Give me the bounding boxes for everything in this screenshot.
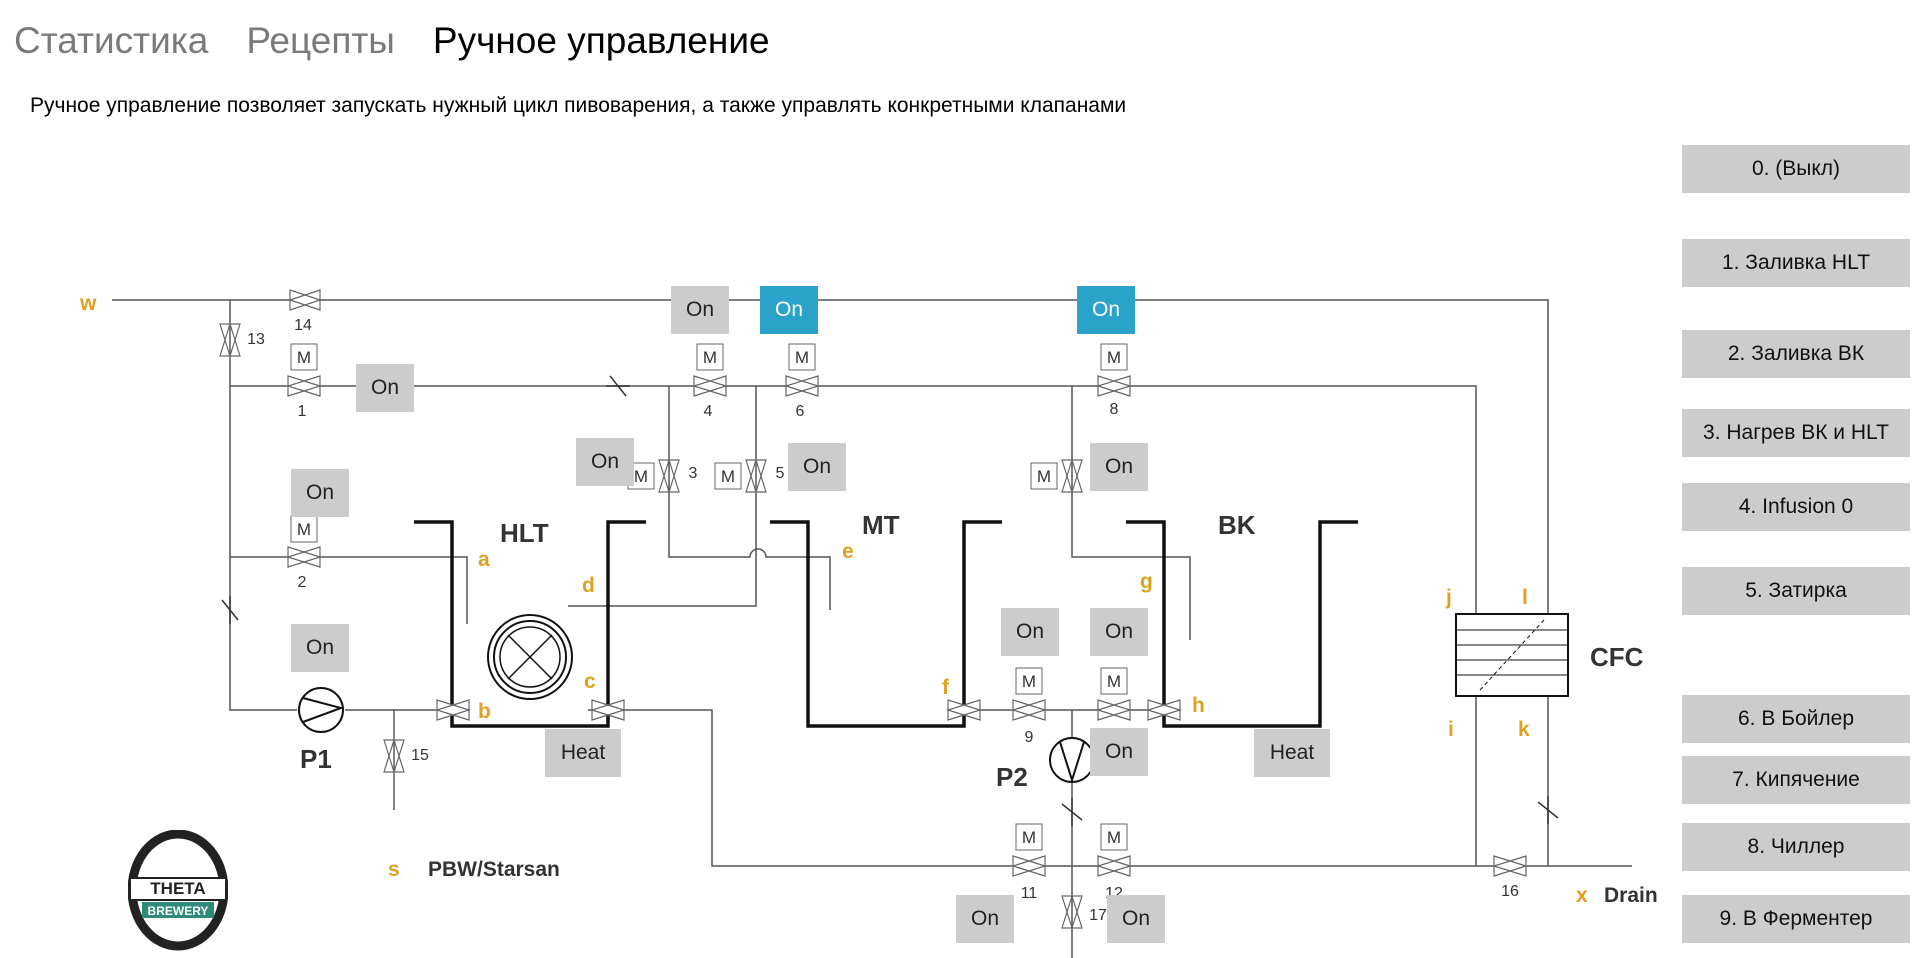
bk-heat-toggle[interactable]: Heat bbox=[1254, 729, 1330, 777]
svg-text:g: g bbox=[1140, 570, 1153, 593]
svg-text:x: x bbox=[1576, 884, 1588, 907]
valve-11-toggle[interactable]: On bbox=[956, 895, 1014, 943]
valve-6-toggle[interactable]: On bbox=[760, 286, 818, 334]
valve-1-toggle[interactable]: On bbox=[356, 364, 414, 412]
svg-text:M: M bbox=[634, 467, 648, 486]
cycle-9-to-fermenter-button[interactable]: 9. В Ферментер bbox=[1682, 895, 1910, 943]
svg-text:M: M bbox=[297, 520, 311, 539]
svg-text:15: 15 bbox=[411, 747, 429, 764]
svg-text:k: k bbox=[1518, 718, 1530, 741]
pump-p2-icon bbox=[1049, 737, 1095, 784]
tanks bbox=[414, 520, 1358, 728]
svg-text:16: 16 bbox=[1501, 883, 1519, 900]
svg-text:14: 14 bbox=[294, 317, 312, 334]
svg-text:13: 13 bbox=[247, 331, 265, 348]
svg-text:2: 2 bbox=[298, 574, 307, 591]
cycle-2-fill-bk-button[interactable]: 2. Заливка ВК bbox=[1682, 330, 1910, 378]
cfc-exchanger-icon bbox=[1455, 613, 1569, 697]
tab-statistics[interactable]: Статистика bbox=[14, 20, 209, 61]
svg-text:f: f bbox=[942, 676, 950, 699]
svg-text:1: 1 bbox=[298, 403, 307, 420]
svg-text:17: 17 bbox=[1089, 907, 1107, 924]
svg-text:b: b bbox=[478, 700, 491, 723]
svg-text:a: a bbox=[478, 548, 490, 571]
valve-10-toggle[interactable]: On bbox=[1090, 608, 1148, 656]
valve-3-toggle[interactable]: On bbox=[576, 438, 634, 486]
svg-text:h: h bbox=[1192, 694, 1205, 717]
svg-text:8: 8 bbox=[1110, 401, 1119, 418]
valve-5-toggle[interactable]: On bbox=[788, 443, 846, 491]
check-valve-icon bbox=[1537, 796, 1559, 824]
svg-text:P2: P2 bbox=[996, 762, 1028, 792]
svg-text:M: M bbox=[1022, 672, 1036, 691]
svg-text:BK: BK bbox=[1218, 510, 1256, 540]
pump-p2-toggle[interactable]: On bbox=[1090, 728, 1148, 776]
vessel-labels: HLT MT BK CFC P1 P2 PBW/Starsan Drain bbox=[300, 510, 1658, 907]
svg-text:M: M bbox=[1107, 828, 1121, 847]
check-valve-icon bbox=[1061, 798, 1083, 826]
svg-text:11: 11 bbox=[1021, 885, 1038, 902]
theta-brewery-logo: THETA BREWERY bbox=[128, 830, 228, 951]
svg-text:e: e bbox=[842, 540, 854, 563]
hlt-heat-toggle[interactable]: Heat bbox=[545, 729, 621, 777]
page-description: Ручное управление позволяет запускать ну… bbox=[30, 94, 1127, 117]
cycle-4-infusion-button[interactable]: 4. Infusion 0 bbox=[1682, 483, 1910, 531]
valve-7-toggle[interactable]: On bbox=[1090, 443, 1148, 491]
svg-text:M: M bbox=[1107, 672, 1121, 691]
valve-12-toggle[interactable]: On bbox=[1107, 895, 1165, 943]
svg-text:M: M bbox=[1107, 348, 1121, 367]
motor-labels: M M M M M M M M M M M M bbox=[297, 348, 1121, 847]
svg-text:PBW/Starsan: PBW/Starsan bbox=[428, 858, 560, 881]
svg-text:MT: MT bbox=[862, 510, 900, 540]
valve-8-toggle[interactable]: On bbox=[1077, 286, 1135, 334]
cycle-1-fill-hlt-button[interactable]: 1. Заливка HLT bbox=[1682, 239, 1910, 287]
svg-text:THETA: THETA bbox=[150, 879, 205, 898]
svg-text:CFC: CFC bbox=[1590, 642, 1644, 672]
valve-4-toggle[interactable]: On bbox=[671, 286, 729, 334]
cycle-5-mash-button[interactable]: 5. Затирка bbox=[1682, 567, 1910, 615]
hlt-coil-icon bbox=[487, 614, 573, 700]
port-labels: w a b c d e f g h i j k l s x bbox=[79, 292, 1588, 907]
svg-text:9: 9 bbox=[1025, 729, 1034, 746]
cycle-8-chiller-button[interactable]: 8. Чиллер bbox=[1682, 823, 1910, 871]
svg-text:s: s bbox=[388, 858, 400, 881]
svg-text:w: w bbox=[79, 292, 97, 315]
tab-manual-control[interactable]: Ручное управление bbox=[432, 20, 770, 61]
svg-text:l: l bbox=[1522, 586, 1528, 609]
tab-recipes[interactable]: Рецепты bbox=[246, 20, 395, 61]
cycle-6-to-boiler-button[interactable]: 6. В Бойлер bbox=[1682, 695, 1910, 743]
svg-text:P1: P1 bbox=[300, 744, 332, 774]
svg-text:M: M bbox=[1037, 467, 1051, 486]
svg-text:Drain: Drain bbox=[1604, 884, 1658, 907]
svg-text:M: M bbox=[297, 348, 311, 367]
cycle-3-heat-button[interactable]: 3. Нагрев ВК и HLT bbox=[1682, 409, 1910, 457]
check-valve-icon bbox=[606, 375, 630, 397]
cycle-0-off-button[interactable]: 0. (Выкл) bbox=[1682, 145, 1910, 193]
svg-text:M: M bbox=[795, 348, 809, 367]
svg-text:4: 4 bbox=[704, 403, 713, 420]
pump-p1-icon bbox=[298, 687, 345, 733]
svg-text:3: 3 bbox=[689, 465, 698, 482]
pump-p1-toggle[interactable]: On bbox=[291, 624, 349, 672]
svg-text:d: d bbox=[582, 574, 595, 597]
svg-text:j: j bbox=[1445, 586, 1452, 609]
svg-text:HLT: HLT bbox=[500, 518, 549, 548]
svg-text:M: M bbox=[1022, 828, 1036, 847]
top-nav: Статистика Рецепты Ручное управление bbox=[14, 20, 770, 62]
svg-text:5: 5 bbox=[776, 465, 785, 482]
svg-text:i: i bbox=[1448, 718, 1454, 741]
valve-2-toggle[interactable]: On bbox=[291, 469, 349, 517]
svg-text:BREWERY: BREWERY bbox=[148, 904, 209, 918]
svg-text:M: M bbox=[721, 467, 735, 486]
svg-text:M: M bbox=[703, 348, 717, 367]
svg-text:6: 6 bbox=[796, 403, 805, 420]
check-valve-icon bbox=[221, 596, 239, 624]
valves bbox=[219, 289, 1529, 931]
valve-numbers: 1 2 3 4 5 6 7 8 9 10 11 12 13 14 15 16 1… bbox=[247, 317, 1519, 924]
valve-9-toggle[interactable]: On bbox=[1001, 608, 1059, 656]
cycle-7-boil-button[interactable]: 7. Кипячение bbox=[1682, 756, 1910, 804]
svg-text:c: c bbox=[584, 670, 596, 693]
